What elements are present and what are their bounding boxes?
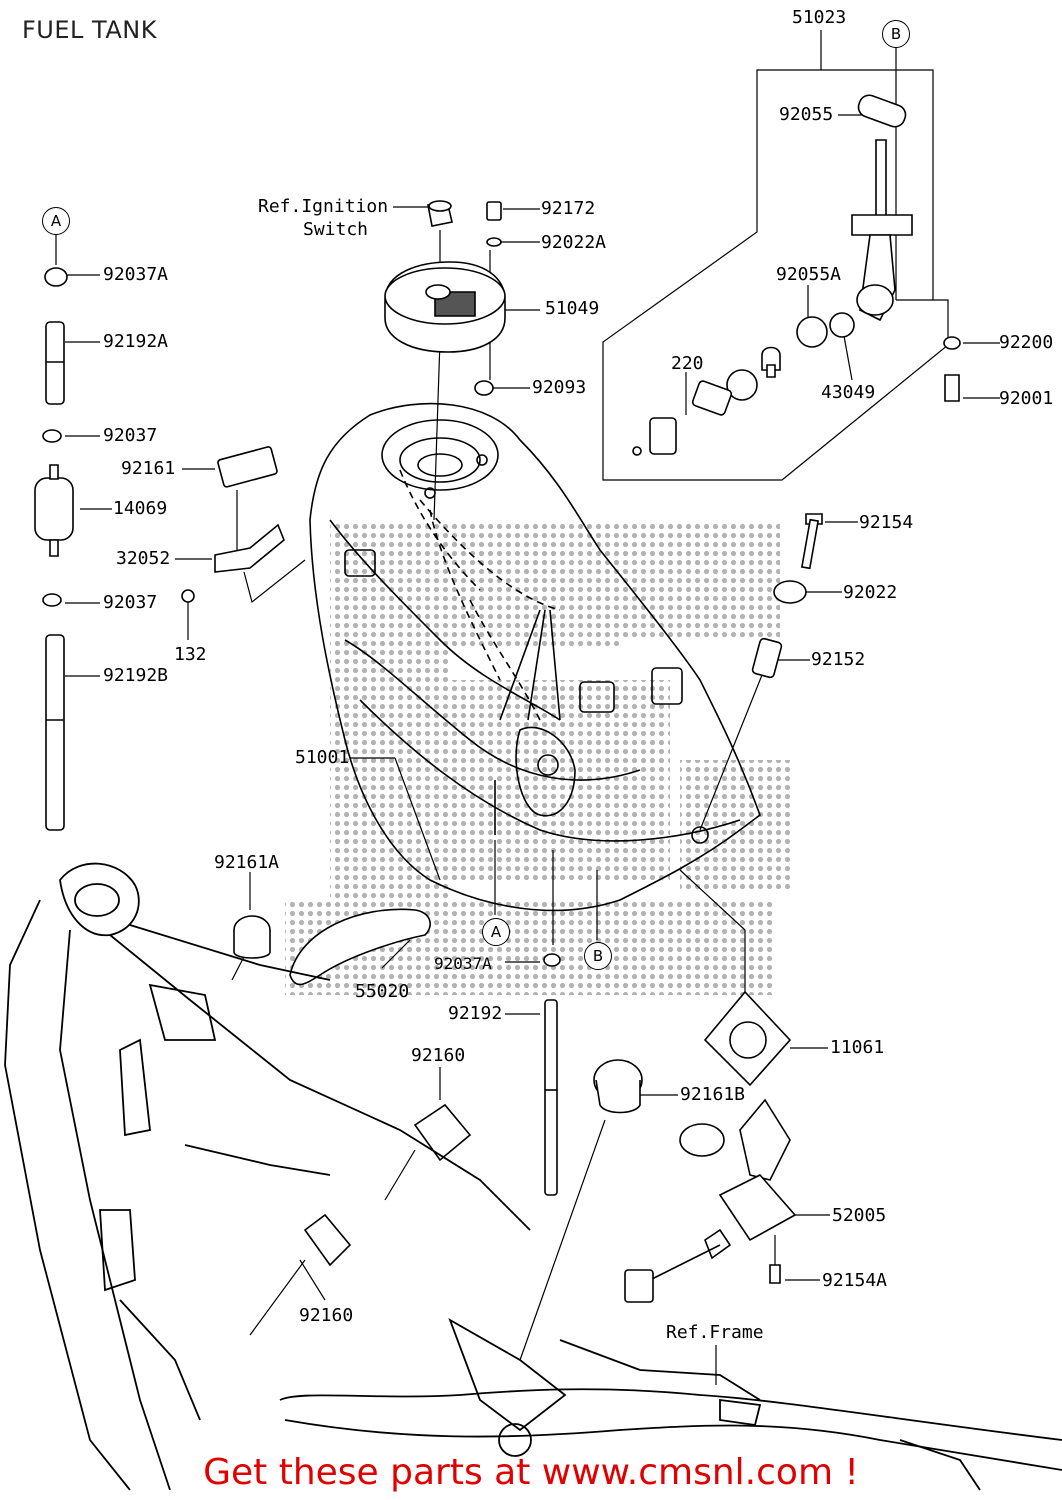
ref-a-top: A <box>42 207 70 235</box>
part-label[interactable]: 11061 <box>830 1037 885 1058</box>
part-label[interactable]: 92037A <box>103 264 169 285</box>
ref-b-top: B <box>882 20 910 48</box>
part-label[interactable]: 92161A <box>214 852 280 873</box>
part-label[interactable]: 92037 <box>103 592 158 613</box>
part-label[interactable]: 92154 <box>859 512 914 533</box>
part-label[interactable]: 92001 <box>999 388 1054 409</box>
part-label[interactable]: 92161B <box>680 1084 746 1105</box>
fuel-tank-51001 <box>310 404 760 911</box>
ref-ignition-label: Ref.Ignition <box>258 196 389 217</box>
ref-b-lower: B <box>584 942 612 970</box>
part-label[interactable]: 92161 <box>121 458 176 479</box>
part-label[interactable]: 43049 <box>821 382 876 403</box>
page-title: FUEL TANK <box>22 16 157 44</box>
part-label[interactable]: 92154A <box>822 1270 888 1291</box>
ref-ignition-label-2: Switch <box>303 219 369 240</box>
part-label[interactable]: 92055A <box>776 264 842 285</box>
part-label[interactable]: 92192 <box>448 1003 503 1024</box>
part-label[interactable]: 92192A <box>103 331 169 352</box>
part-label[interactable]: 14069 <box>113 498 168 519</box>
ref-a-lower: A <box>482 918 510 946</box>
part-label[interactable]: 92055 <box>779 104 834 125</box>
part-label[interactable]: 92200 <box>999 332 1054 353</box>
fuel-cap-51049 <box>385 201 505 395</box>
part-label[interactable]: 51049 <box>545 298 600 319</box>
fuel-tap-51023 <box>633 92 960 455</box>
part-label[interactable]: 92160 <box>411 1045 466 1066</box>
part-label[interactable]: 92172 <box>541 198 596 219</box>
part-label[interactable]: 220 <box>671 353 704 374</box>
leader-lines <box>55 30 1000 1385</box>
part-label[interactable]: 92093 <box>532 377 587 398</box>
fuel-sender-52005 <box>625 1100 795 1302</box>
part-label[interactable]: 51001 <box>295 747 350 768</box>
part-label[interactable]: 92037A <box>434 954 492 973</box>
part-label[interactable]: 132 <box>174 644 207 665</box>
part-label[interactable]: 55020 <box>355 981 410 1002</box>
part-label[interactable]: 92152 <box>811 649 866 670</box>
part-label[interactable]: 32052 <box>116 548 171 569</box>
hoses-and-filter <box>35 268 284 830</box>
right-side-mounts <box>234 514 822 1265</box>
ref-frame-label: Ref.Frame <box>666 1322 764 1343</box>
footer-promo-link[interactable]: Get these parts at www.cmsnl.com ! <box>203 1452 859 1493</box>
part-label[interactable]: 92022A <box>541 232 607 253</box>
part-label[interactable]: 92192B <box>103 665 169 686</box>
part-label[interactable]: 92160 <box>299 1305 354 1326</box>
frame-outline <box>5 864 1062 1490</box>
part-label[interactable]: 52005 <box>832 1205 887 1226</box>
watermark-dots <box>285 520 790 995</box>
part-label[interactable]: 92022 <box>843 582 898 603</box>
part-label[interactable]: 51023 <box>792 7 847 28</box>
part-label[interactable]: 92037 <box>103 425 158 446</box>
